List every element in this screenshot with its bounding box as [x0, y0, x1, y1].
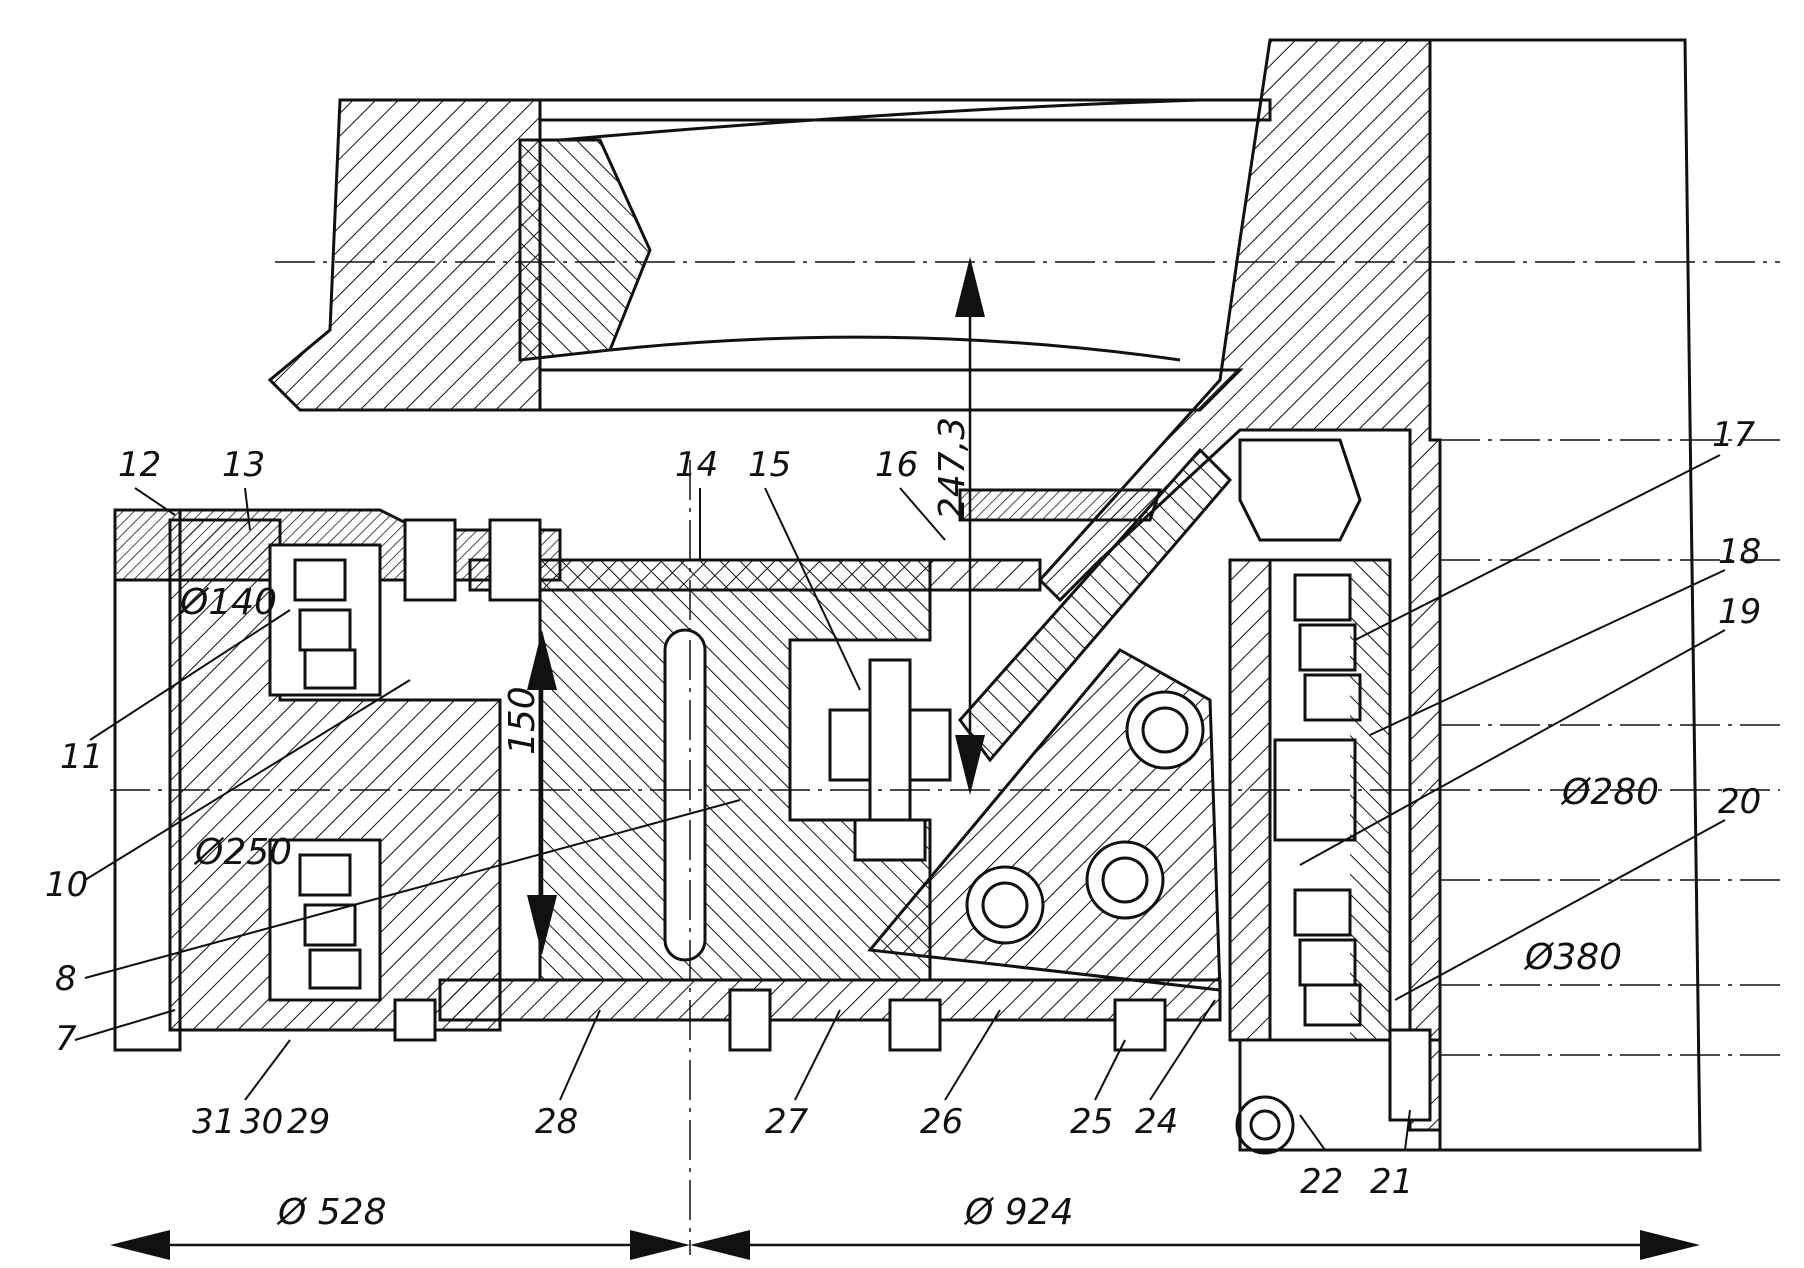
leader-16 [899, 487, 946, 541]
leader-25 [1094, 1039, 1126, 1101]
nuts-gusset [965, 690, 1205, 945]
upper-beam-bottom [540, 368, 1244, 412]
part-label-15: 15 [748, 445, 792, 485]
dimension-h247: 247,3 [932, 416, 973, 520]
part-label-21: 21 [1370, 1162, 1414, 1202]
part-label-24: 24 [1135, 1102, 1179, 1142]
part-label-10: 10 [45, 865, 89, 905]
dimension-d250: Ø250 [195, 832, 293, 873]
left-upper-rollers [293, 558, 357, 690]
lower-sleeve [438, 978, 1222, 1022]
leader-18 [1369, 569, 1726, 736]
upper-curve-2 [609, 335, 1181, 362]
part-label-16: 16 [875, 445, 919, 485]
upper-chock-body [267, 98, 542, 412]
part-label-25: 25 [1070, 1102, 1114, 1142]
upper-curve [559, 98, 1201, 142]
leader-12 [134, 487, 176, 516]
central-key [663, 628, 707, 962]
left-lower-rollers [298, 853, 362, 990]
leader-19 [1299, 629, 1726, 866]
dimension-h150: 150 [502, 686, 543, 755]
part-label-8: 8 [55, 959, 77, 999]
part-label-29: 29 [287, 1102, 331, 1142]
dimension-d924: Ø 924 [965, 1192, 1074, 1233]
part-label-18: 18 [1718, 532, 1762, 572]
top-seal-assembly [1238, 438, 1362, 542]
leader-24 [1149, 999, 1216, 1101]
leader-27 [794, 1009, 841, 1101]
bolts-lower [393, 988, 1167, 1052]
upper-bolts [403, 518, 542, 602]
leader-20 [1394, 819, 1726, 1001]
leader-21 [1404, 1109, 1411, 1151]
upper-beam-top [540, 98, 1272, 122]
part-label-28: 28 [535, 1102, 579, 1142]
part-label-7: 7 [55, 1019, 77, 1059]
leader-15 [764, 487, 861, 691]
bottom-cover-21 [1238, 1038, 1442, 1152]
leader-26 [944, 1009, 1001, 1101]
bottom-nut-22 [1235, 1095, 1295, 1155]
top-left-seal [958, 488, 1163, 522]
part-label-22: 22 [1300, 1162, 1344, 1202]
right-outer-ring [1230, 558, 1272, 1042]
part-label-11: 11 [60, 737, 104, 777]
leader-13 [244, 487, 251, 531]
dimension-d140: Ø140 [180, 582, 278, 623]
leader-17 [1354, 454, 1721, 641]
part-label-20: 20 [1718, 782, 1762, 822]
leader-31-30-29 [244, 1039, 291, 1101]
part-label-30: 30 [240, 1102, 284, 1142]
right-frame-outline [1430, 38, 1702, 1152]
part-label-13: 13 [222, 445, 266, 485]
part-label-19: 19 [1718, 592, 1762, 632]
part-label-31: 31 [192, 1102, 236, 1142]
bolt-15 [828, 658, 952, 862]
dimension-d280: Ø280 [1562, 772, 1660, 813]
part-label-17: 17 [1712, 415, 1756, 455]
right-housing [1037, 38, 1442, 1132]
leader-22 [1299, 1114, 1326, 1151]
leader-28 [559, 1009, 601, 1101]
leader-11 [89, 609, 291, 741]
part-label-27: 27 [765, 1102, 809, 1142]
part-label-12: 12 [118, 445, 162, 485]
part-label-14: 14 [675, 445, 719, 485]
dimension-d380: Ø380 [1525, 937, 1623, 978]
dimension-d528: Ø 528 [278, 1192, 387, 1233]
part-label-26: 26 [920, 1102, 964, 1142]
upper-wedge [518, 138, 652, 362]
upper-sleeve [468, 558, 1042, 592]
leader-10 [84, 679, 411, 881]
bolt-21 [1388, 1028, 1432, 1122]
leader-7 [74, 1009, 176, 1041]
leader-8 [84, 799, 741, 979]
